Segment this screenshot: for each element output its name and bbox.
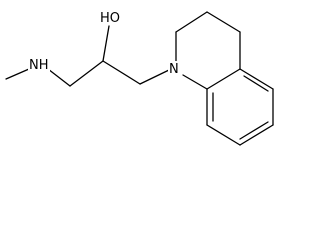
molecule-drawing: HO NH N [5,10,274,146]
bond-ch2-choh [69,60,104,87]
bond-c8a-c4a [206,68,241,90]
ring-nitrogen-label: N [169,62,179,77]
bond-n-c8a [182,74,208,90]
bond-c4a-c5 [239,68,274,90]
amine-nh-label: NH [29,58,49,73]
bond-c7-c8 [206,124,241,146]
bond-c-oh [102,25,110,62]
bond-c5-c5-double [243,75,269,92]
bond-methyl-n [5,68,30,80]
bond-c6-c7-double [239,121,269,140]
bond-c3-c4 [206,11,241,33]
bond-nh-ch2 [47,68,71,87]
structure-canvas: HO NH N [5,10,274,146]
bond-ch2-ring-n [139,69,170,85]
bond-choh-ch2 [102,60,141,85]
bond-c2-c3 [175,11,208,33]
bond-c6-c7 [239,124,274,146]
hydroxyl-label: HO [100,11,120,26]
